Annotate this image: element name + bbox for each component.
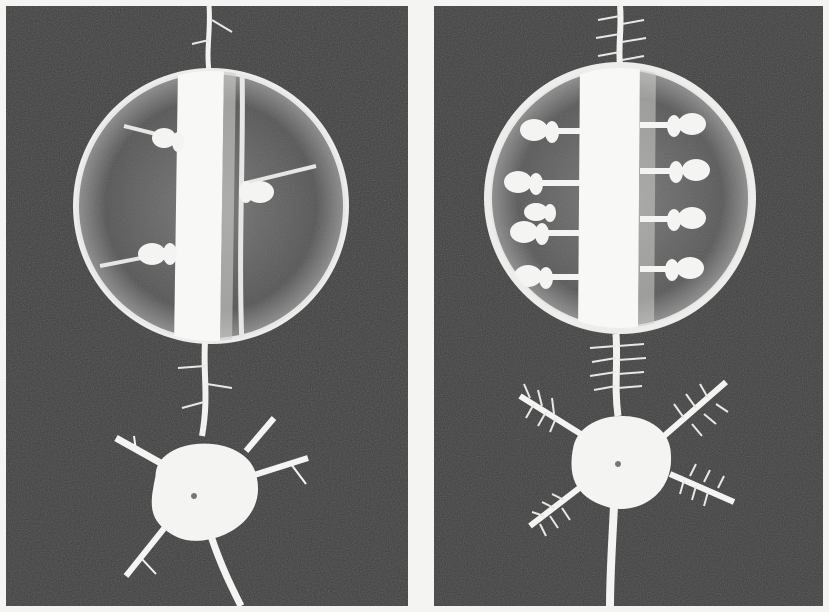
nucleus-left: [191, 493, 197, 499]
dendrite-top: [208, 6, 209, 71]
dendrite-shaft-magnified: [578, 61, 640, 336]
synapse-spine-right: [239, 181, 274, 203]
panel-right-dense-spines: [434, 6, 823, 606]
dendrite-top: [619, 6, 620, 66]
dendrite-to-soma: [202, 342, 206, 436]
panel-left-sparse-spines: [6, 6, 408, 606]
dendrite-to-soma: [616, 334, 618, 416]
neuron-illustration-left: [6, 6, 408, 606]
neuron-illustration-right: [434, 6, 823, 606]
axon-magnified: [241, 68, 243, 346]
dendrite-shaft-magnified: [174, 66, 224, 346]
nucleus-right: [615, 461, 621, 467]
